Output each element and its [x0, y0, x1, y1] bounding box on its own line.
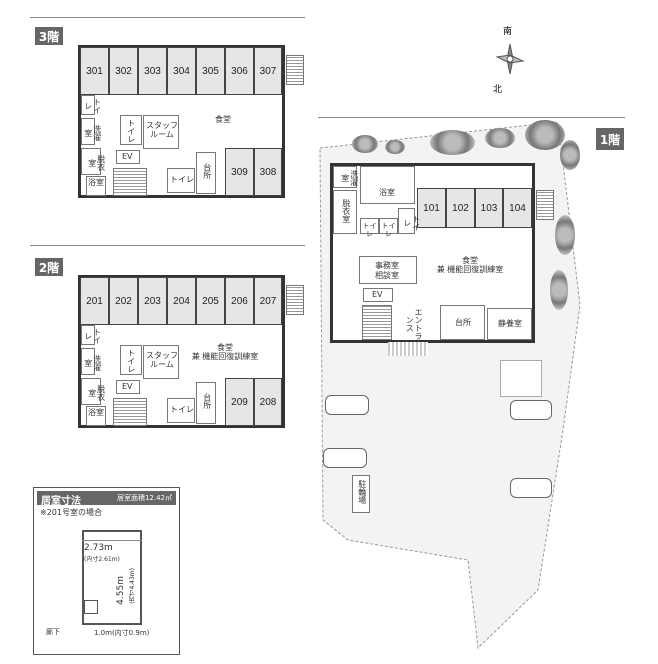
room-205: 205	[196, 277, 225, 325]
laundry-room: 洗濯室	[333, 166, 359, 188]
room-103: 103	[475, 188, 503, 228]
room-303: 303	[138, 47, 167, 95]
room-307: 307	[254, 47, 282, 95]
dressing-room: 脱衣室	[81, 148, 106, 175]
bath-room: 浴室	[360, 166, 415, 204]
room-size-header: 居室寸法 居室面積12.42㎡	[37, 491, 176, 507]
floor3-label: 3階	[35, 27, 63, 45]
floor1-label: 1階	[596, 128, 624, 150]
entrance-mat	[388, 342, 428, 356]
room-size-note: ※201号室の場合	[40, 508, 102, 517]
toilet: トイレ	[360, 218, 379, 238]
room-203: 203	[138, 277, 167, 325]
compass-rose-icon	[495, 43, 525, 75]
room-size-panel: 居室寸法 居室面積12.42㎡ ※201号室の場合 2.73m (内寸2.61m…	[33, 487, 180, 655]
tree	[430, 130, 475, 155]
parked-car	[510, 478, 552, 498]
kitchen: 台所	[440, 305, 485, 340]
entrance-label: エントランス	[405, 308, 423, 340]
dressing-room: 脱衣室	[81, 378, 106, 405]
elevator: EV	[116, 150, 140, 164]
dining-label: 食堂	[215, 115, 231, 124]
tree	[385, 140, 405, 154]
dining-label: 食堂兼 機能回復訓練室	[191, 343, 259, 361]
corridor-label: 廊下	[46, 628, 60, 636]
bath-room: 浴室	[86, 406, 106, 426]
office-consult-room: 事務室 相談室	[359, 256, 417, 284]
room-outline	[82, 530, 142, 625]
outdoor-stairs	[286, 55, 304, 85]
staff-room: スタッフルーム	[143, 115, 179, 149]
compass: 南 北	[493, 27, 525, 95]
outdoor-stairs	[536, 190, 554, 220]
room-305: 305	[196, 47, 225, 95]
dressing-room: 脱衣室	[333, 190, 357, 234]
width-inner-label: (内寸2.61m)	[84, 556, 120, 563]
staff-room: スタッフルーム	[143, 345, 179, 379]
room-204: 204	[167, 277, 196, 325]
stairs	[362, 305, 392, 340]
door-width-label: 1.0m(内寸0.9m)	[94, 629, 150, 637]
toilet: トイレ	[167, 398, 195, 423]
parked-car	[325, 395, 369, 415]
tree	[550, 270, 568, 310]
toilet: トイレ	[398, 208, 421, 234]
room-201: 201	[80, 277, 109, 325]
room-206: 206	[225, 277, 254, 325]
room-102: 102	[446, 188, 475, 228]
elevator: EV	[363, 288, 393, 302]
kitchen: 台所	[196, 382, 216, 424]
toilet: トイレ	[81, 325, 102, 345]
tree	[560, 140, 580, 170]
parked-car	[323, 448, 367, 468]
toilet: トイレ	[81, 95, 102, 115]
laundry-room: 洗濯室	[81, 118, 102, 145]
toilet: トイレ	[120, 115, 142, 145]
dining-label: 食堂兼 機能回復訓練室	[436, 256, 504, 274]
stairs	[113, 168, 147, 196]
elevator: EV	[116, 380, 140, 394]
room-301: 301	[80, 47, 109, 95]
stairs	[113, 398, 147, 426]
bath-room: 浴室	[86, 176, 106, 196]
dimension-line	[82, 540, 142, 541]
compass-south: 南	[503, 27, 513, 37]
room-209: 209	[225, 378, 254, 426]
tree	[352, 135, 378, 153]
laundry-room: 洗濯室	[81, 348, 102, 375]
divider	[30, 245, 305, 246]
kitchen: 台所	[196, 152, 216, 194]
tree	[525, 120, 565, 150]
outdoor-stairs	[286, 285, 304, 315]
depth-label: 4.55m	[116, 576, 126, 605]
toilet: トイレ	[379, 218, 398, 238]
rest-room: 静養室	[487, 308, 532, 340]
bicycle-parking: 駐輪場	[352, 475, 370, 513]
room-area: 居室面積12.42㎡	[116, 494, 172, 502]
divider	[30, 17, 305, 18]
depth-inner-label: (内寸4.43m)	[129, 568, 136, 604]
compass-north: 北	[493, 85, 503, 95]
tree	[485, 128, 515, 148]
parked-car	[510, 400, 552, 420]
room-306: 306	[225, 47, 254, 95]
floor2-label: 2階	[35, 258, 63, 276]
room-size-title: 居室寸法	[41, 496, 81, 507]
toilet: トイレ	[120, 345, 142, 375]
divider	[318, 117, 625, 118]
room-207: 207	[254, 277, 282, 325]
width-label: 2.73m	[84, 543, 113, 553]
room-308: 308	[254, 148, 282, 196]
room-202: 202	[109, 277, 138, 325]
room-302: 302	[109, 47, 138, 95]
room-101: 101	[417, 188, 446, 228]
tree	[555, 215, 575, 255]
toilet: トイレ	[167, 168, 195, 193]
turning-area	[500, 360, 542, 397]
room-104: 104	[503, 188, 532, 228]
toilet-fixture	[84, 600, 98, 614]
room-309: 309	[225, 148, 254, 196]
room-304: 304	[167, 47, 196, 95]
room-208: 208	[254, 378, 282, 426]
